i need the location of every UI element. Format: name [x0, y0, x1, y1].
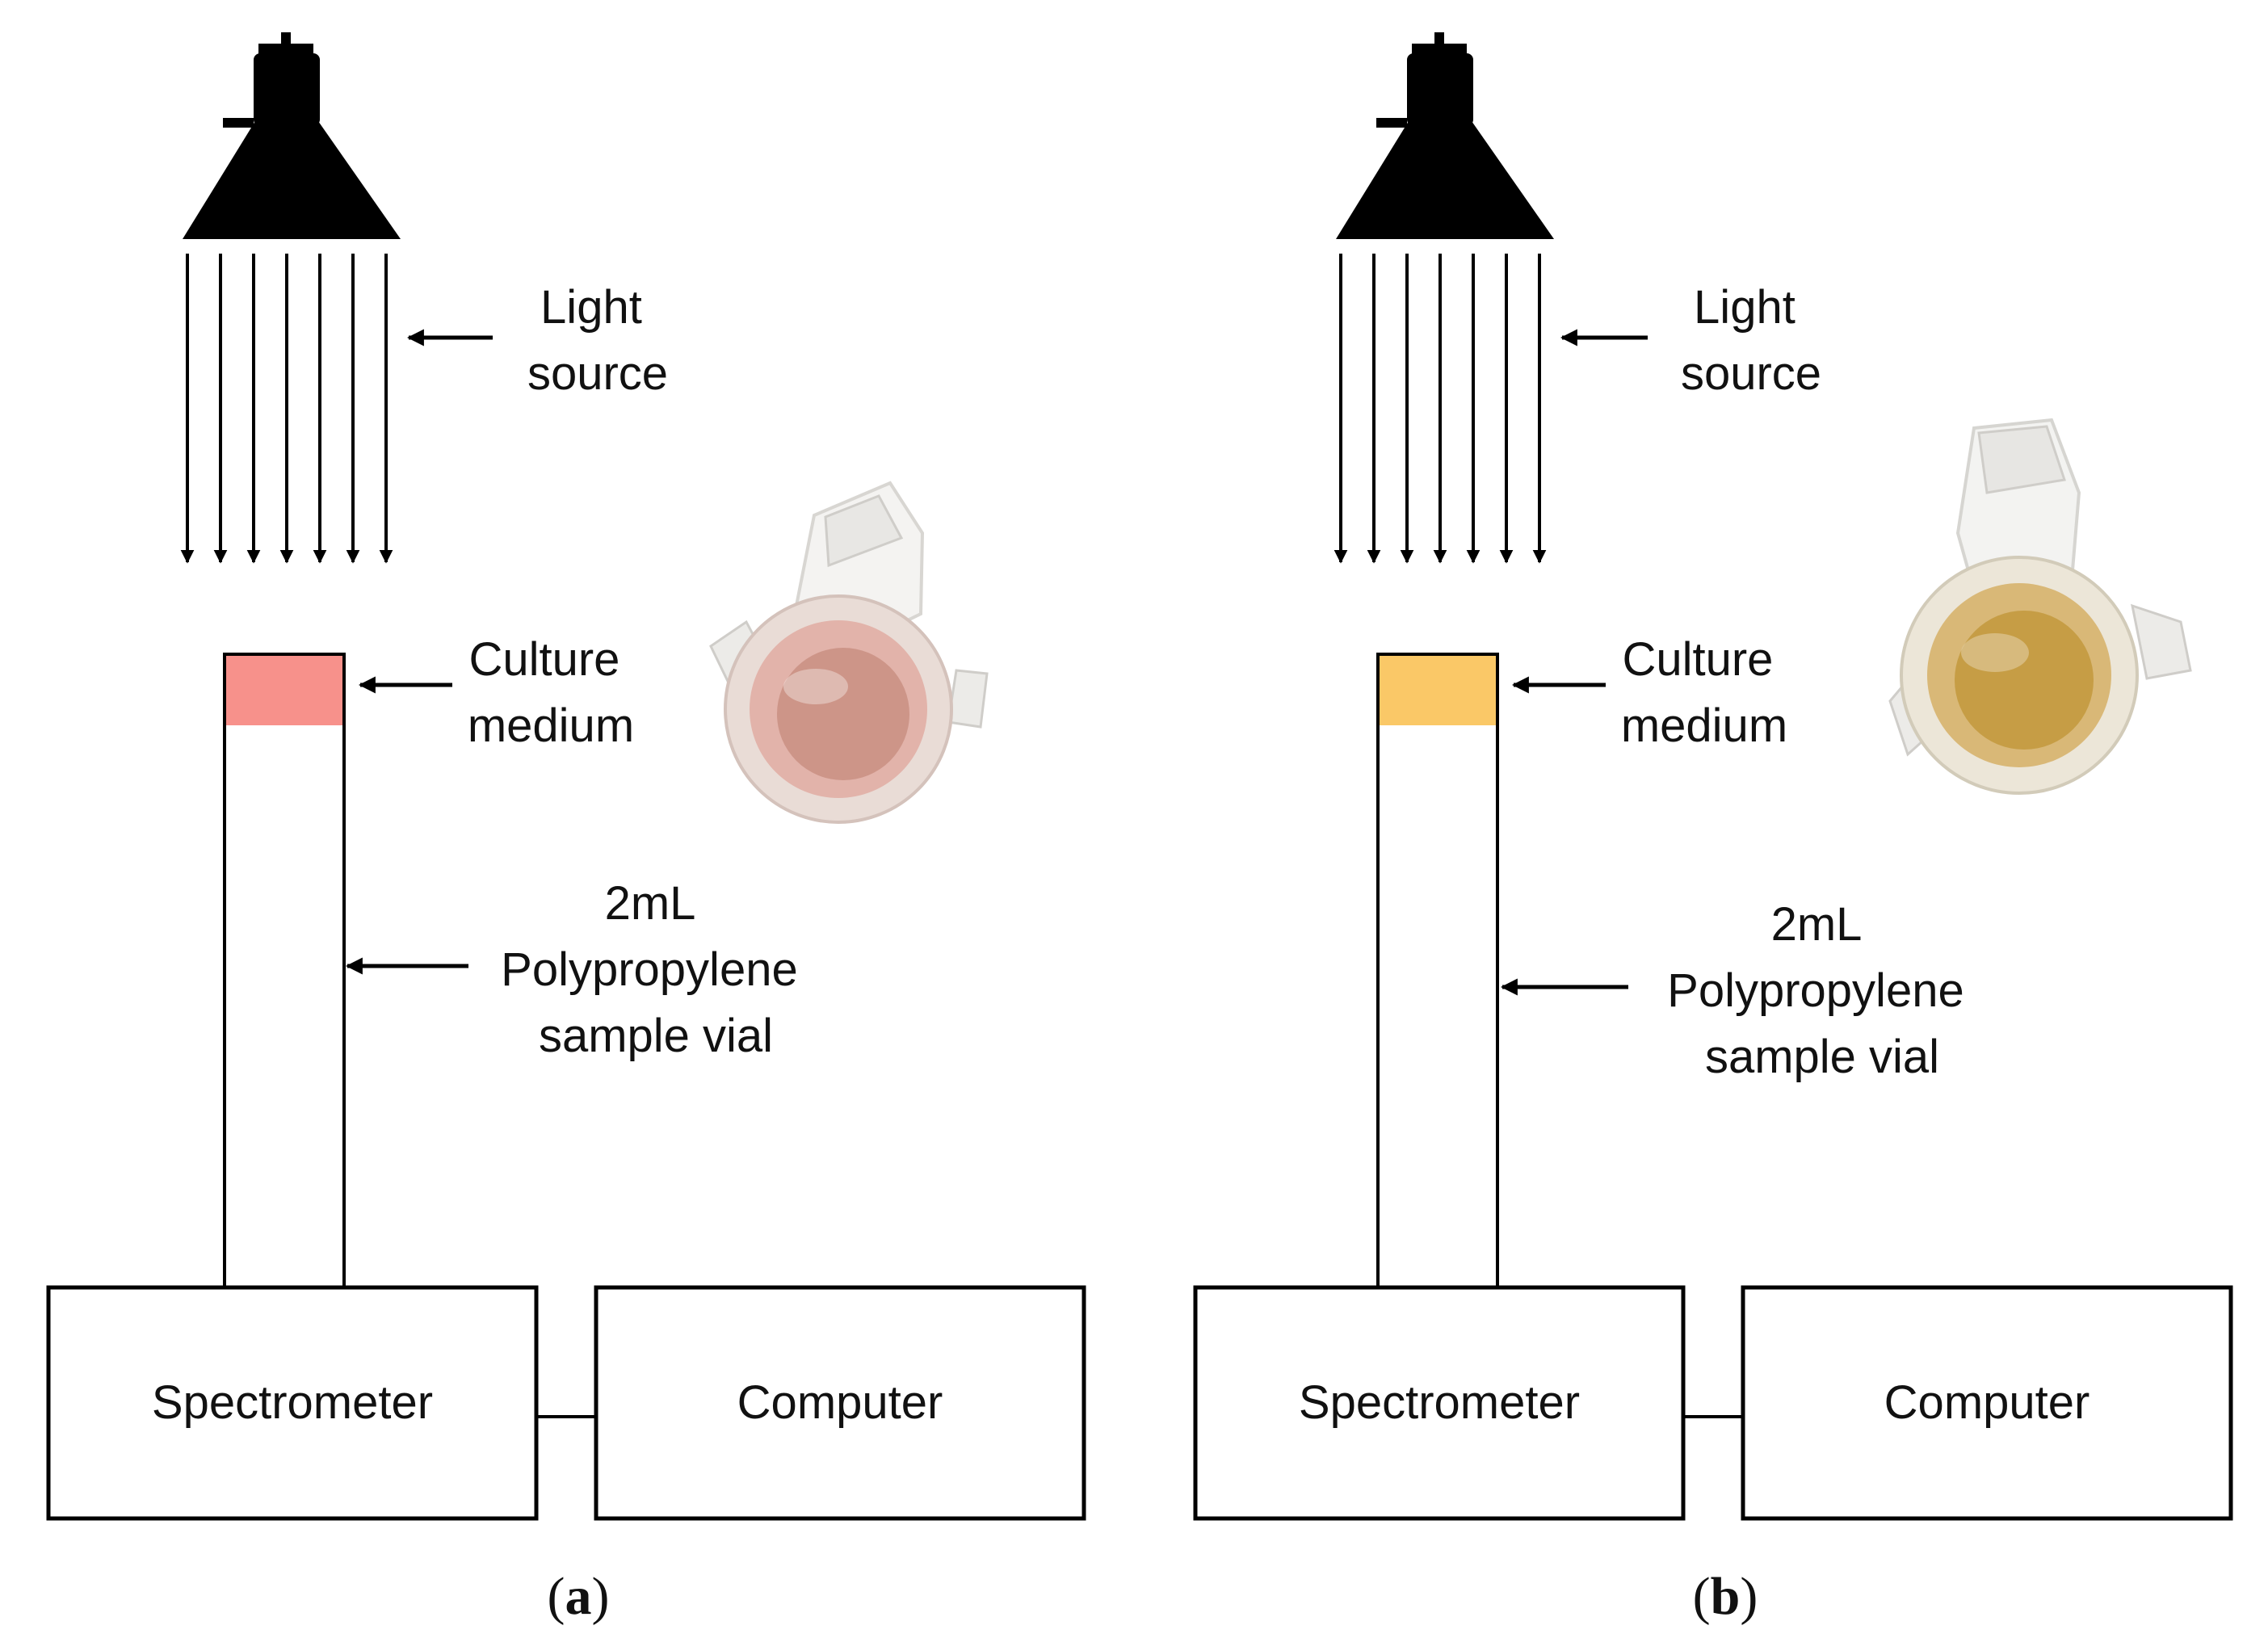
computer-box — [594, 1285, 1086, 1521]
light-rays — [180, 254, 393, 564]
spectrometer-box — [1193, 1285, 1686, 1521]
light-source-label: Light source — [527, 281, 668, 400]
computer-label: Computer — [1884, 1376, 2090, 1429]
spectrometer-label: Spectrometer — [1299, 1376, 1580, 1429]
sample-vial — [1376, 653, 1499, 1289]
panel-a: Light source Culture medium 2mL Polyprop… — [46, 32, 1086, 1626]
lamp-icon — [1336, 32, 1554, 239]
culture-medium-fill — [226, 656, 342, 725]
spectrometer-label: Spectrometer — [152, 1376, 433, 1429]
caption-b: (b) — [1693, 1567, 1758, 1626]
vial-label: 2mL Polypropylene sample vial — [1667, 898, 1977, 1083]
culture-medium-label: Culture medium — [1621, 633, 1787, 752]
vial-label: 2mL Polypropylene sample vial — [501, 877, 811, 1062]
computer-label: Computer — [737, 1376, 943, 1429]
lamp-icon — [183, 32, 401, 239]
light-rays — [1334, 254, 1547, 564]
light-source-label: Light source — [1681, 281, 1821, 400]
sample-vial — [223, 653, 346, 1289]
vial-photo — [1888, 418, 2192, 795]
computer-box — [1741, 1285, 2233, 1521]
culture-medium-fill — [1380, 656, 1496, 725]
vial-photo — [709, 481, 989, 824]
culture-medium-label: Culture medium — [468, 633, 634, 752]
spectrometer-box — [46, 1285, 539, 1521]
caption-a: (a) — [548, 1567, 610, 1626]
panel-b: Light source Culture medium 2mL Polyprop… — [1193, 32, 2233, 1626]
